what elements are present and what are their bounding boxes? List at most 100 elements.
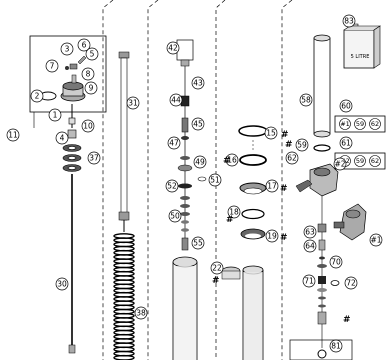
callout-72: 72 bbox=[344, 276, 358, 290]
callout-hash1: #1 bbox=[369, 233, 383, 247]
callout-43: 43 bbox=[191, 76, 205, 90]
callout-63: 63 bbox=[303, 225, 317, 239]
callout-6: 6 bbox=[77, 38, 91, 52]
callout-10: 10 bbox=[81, 119, 95, 133]
callout-4: 4 bbox=[55, 131, 69, 145]
callout-number: 18 bbox=[229, 208, 239, 217]
callout-number: 43 bbox=[193, 79, 203, 88]
callout-number: 62 bbox=[287, 154, 297, 163]
callout-number: 37 bbox=[89, 154, 99, 163]
callout-number: 8 bbox=[86, 70, 91, 79]
callout-1: 1 bbox=[48, 108, 62, 122]
callout-number: 44 bbox=[171, 96, 181, 105]
callout-number: 50 bbox=[170, 212, 180, 221]
svg-text:59: 59 bbox=[356, 157, 364, 165]
callout-60: 60 bbox=[339, 99, 353, 113]
callout-58: 58 bbox=[299, 93, 313, 107]
hash-mark: # bbox=[343, 315, 351, 325]
callout-64: 64 bbox=[303, 239, 317, 253]
callout-number: 6 bbox=[82, 41, 87, 50]
callout-number: 42 bbox=[168, 44, 178, 53]
cap-assembly-box bbox=[29, 35, 107, 113]
callout-number: 15 bbox=[266, 129, 276, 138]
callout-81: 81 bbox=[329, 339, 343, 353]
callout-number: 45 bbox=[193, 120, 203, 129]
callout-number: 60 bbox=[341, 102, 351, 111]
hash-mark: # bbox=[226, 215, 234, 225]
callout-number: 51 bbox=[210, 176, 220, 185]
hash-mark: # bbox=[212, 276, 220, 286]
callout-number: 47 bbox=[169, 139, 179, 148]
callout-16: 16 bbox=[225, 153, 239, 167]
callout-45: 45 bbox=[191, 117, 205, 131]
callout-17: 17 bbox=[265, 179, 279, 193]
hash-marks: ######## bbox=[212, 130, 351, 325]
callout-number: 30 bbox=[57, 280, 67, 289]
callout-number: 59 bbox=[297, 141, 307, 150]
oil-can-label: 5 LITRE bbox=[351, 54, 370, 60]
callout-number: 5 bbox=[90, 50, 95, 59]
callout-15: 15 bbox=[264, 126, 278, 140]
callout-number: 19 bbox=[267, 232, 277, 241]
callout-number: #2 bbox=[334, 160, 345, 169]
coil-spring bbox=[113, 233, 135, 360]
callout-18: 18 bbox=[227, 205, 241, 219]
callout-30: 30 bbox=[55, 277, 69, 291]
callout-number: 49 bbox=[195, 158, 205, 167]
callout-number: 83 bbox=[344, 17, 354, 26]
callout-number: 38 bbox=[136, 309, 146, 318]
kit-box-81 bbox=[289, 339, 353, 360]
callout-7: 7 bbox=[45, 59, 59, 73]
callout-38: 38 bbox=[134, 306, 148, 320]
hash-mark: # bbox=[281, 130, 289, 140]
callout-61: 61 bbox=[339, 136, 353, 150]
kit-box-60: #1 59 62 bbox=[334, 115, 386, 133]
callout-number: 7 bbox=[50, 62, 55, 71]
callout-59: 59 bbox=[295, 138, 309, 152]
callout-52: 52 bbox=[165, 179, 179, 193]
callout-47: 47 bbox=[167, 136, 181, 150]
callout-2: 2 bbox=[30, 89, 44, 103]
callout-number: 17 bbox=[267, 182, 277, 191]
callout-number: 81 bbox=[331, 342, 341, 351]
callout-number: 71 bbox=[304, 277, 314, 286]
svg-text:62: 62 bbox=[371, 157, 379, 165]
callout-number: 16 bbox=[227, 156, 237, 165]
hash-mark: # bbox=[280, 233, 288, 243]
callout-83: 83 bbox=[342, 14, 356, 28]
spring-column bbox=[113, 51, 135, 360]
callout-number: 3 bbox=[65, 45, 70, 54]
seal-column bbox=[221, 125, 268, 360]
callout-number: 55 bbox=[193, 239, 203, 248]
callout-9: 9 bbox=[84, 81, 98, 95]
callout-44: 44 bbox=[169, 93, 183, 107]
callout-number: 11 bbox=[8, 131, 18, 140]
callout-number: 2 bbox=[35, 92, 40, 101]
callout-number: 64 bbox=[305, 242, 315, 251]
damper-rod bbox=[68, 174, 76, 354]
callout-number: 72 bbox=[346, 279, 356, 288]
svg-text:62: 62 bbox=[371, 120, 379, 128]
callout-70: 70 bbox=[329, 255, 343, 269]
callout-number: #1 bbox=[370, 236, 381, 245]
callout-number: 58 bbox=[301, 96, 311, 105]
callout-19: 19 bbox=[265, 229, 279, 243]
callout-11: 11 bbox=[6, 128, 20, 142]
callout-55: 55 bbox=[191, 236, 205, 250]
callout-51: 51 bbox=[208, 173, 222, 187]
callout-31: 31 bbox=[126, 96, 140, 110]
callout-number: 52 bbox=[167, 182, 177, 191]
spring-coil bbox=[113, 354, 135, 360]
callout-number: 4 bbox=[60, 134, 65, 143]
oil-can: 5 LITRE bbox=[343, 23, 381, 69]
callout-number: 22 bbox=[212, 264, 222, 273]
svg-text:59: 59 bbox=[356, 120, 364, 128]
callout-22: 22 bbox=[210, 261, 224, 275]
callout-71: 71 bbox=[302, 274, 316, 288]
callout-hash2: #2 bbox=[333, 157, 347, 171]
callout-number: 61 bbox=[341, 139, 351, 148]
callout-number: 10 bbox=[83, 122, 93, 131]
callout-number: 70 bbox=[331, 258, 341, 267]
